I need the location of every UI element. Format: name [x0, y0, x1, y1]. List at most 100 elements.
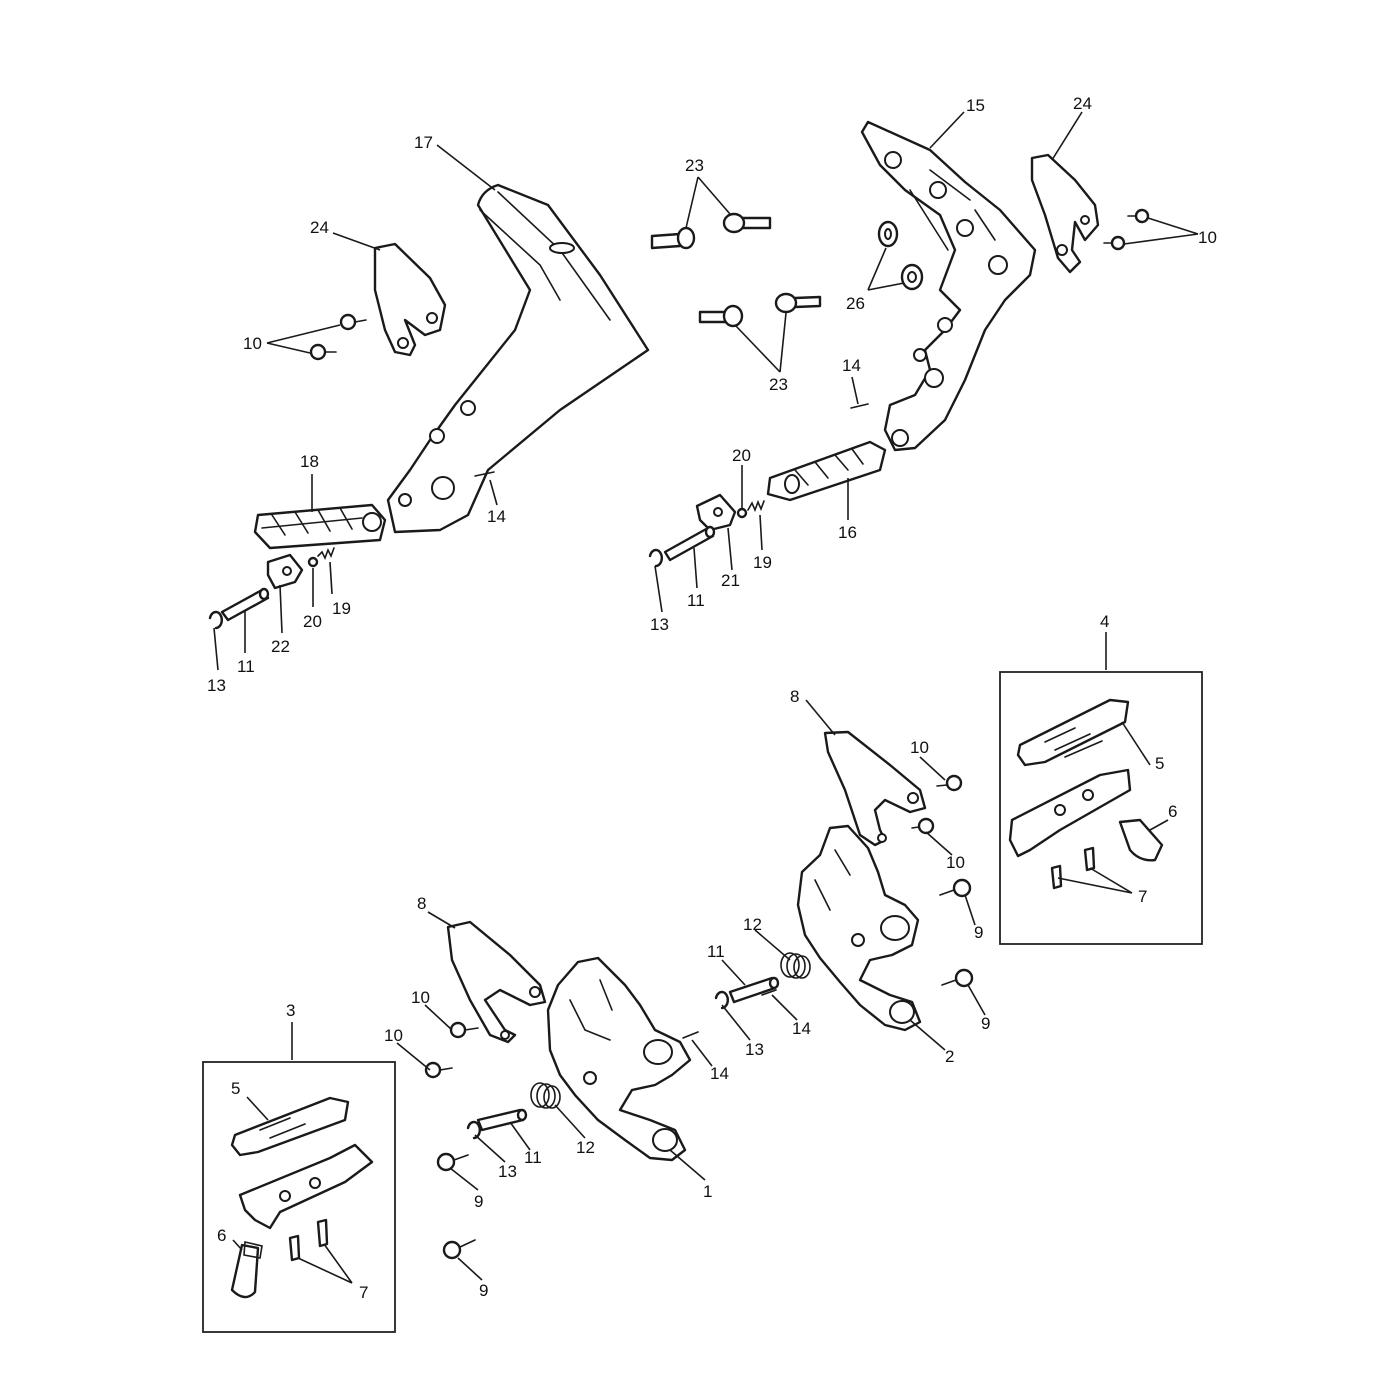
callout-2: 2 — [945, 1047, 954, 1066]
bolt-23-a — [650, 226, 696, 250]
clip-13-front-right — [714, 990, 729, 1010]
screw-7-a — [288, 1234, 301, 1262]
heel-guard-right — [1030, 153, 1100, 274]
callout-6-left: 6 — [217, 1226, 226, 1245]
footpeg-right — [766, 440, 887, 502]
bolt-10-c — [1127, 208, 1150, 224]
callout-11-left: 11 — [237, 657, 255, 676]
heel-guard-left — [373, 242, 447, 357]
callout-13-front-left: 13 — [498, 1162, 517, 1181]
peg-slider-6-left — [230, 1241, 263, 1299]
callout-5-right: 5 — [1155, 754, 1164, 773]
heel-guard-front-left — [446, 920, 547, 1044]
spring-19-left — [317, 547, 335, 560]
rear-hanger-right — [860, 120, 1037, 452]
bolt-9-a — [436, 1152, 469, 1172]
callout-12-left: 12 — [576, 1138, 595, 1157]
callout-24-left: 24 — [310, 218, 329, 237]
pivot-pin-11-right — [663, 525, 716, 562]
footpeg-base-right — [1008, 768, 1132, 858]
clip-13-front-left — [466, 1120, 481, 1140]
bolt-9-c — [939, 878, 972, 898]
front-hanger-left — [546, 956, 692, 1162]
footpeg-rubber-5-right — [1016, 698, 1130, 767]
screw-7-d — [1083, 846, 1096, 872]
pin-14-right-upper — [850, 403, 869, 409]
callout-11-right: 11 — [687, 591, 705, 610]
callout-22: 22 — [271, 637, 290, 656]
spring-12-left — [530, 1082, 561, 1109]
bolt-10-f — [424, 1061, 453, 1079]
callout-10-right-upper: 10 — [1198, 228, 1217, 247]
pin-14-front-right — [761, 989, 777, 996]
callout-24-right: 24 — [1073, 94, 1092, 113]
callout-14-front-left: 14 — [710, 1064, 729, 1083]
callout-13-front-right: 13 — [745, 1040, 764, 1059]
bolt-9-d — [941, 968, 974, 988]
rear-hanger-left — [386, 183, 650, 534]
footpeg-base-left — [238, 1143, 374, 1230]
callout-8-left: 8 — [417, 894, 426, 913]
pin-14-left — [474, 471, 495, 477]
callout-10-front-right-a: 10 — [910, 738, 929, 757]
callout-26: 26 — [846, 294, 865, 313]
washer-26-b — [900, 263, 924, 291]
callout-8-right: 8 — [790, 687, 799, 706]
callout-10-front-left-a: 10 — [411, 988, 430, 1007]
callout-4: 4 — [1100, 612, 1109, 631]
bolt-10-d — [1103, 235, 1126, 251]
callout-labels: 17 24 10 18 14 19 20 22 11 13 15 24 10 2… — [207, 94, 1217, 1302]
bolt-10-a — [339, 313, 367, 331]
washer-26-a — [877, 220, 899, 248]
callout-7-left: 7 — [359, 1283, 368, 1302]
callout-10-left: 10 — [243, 334, 262, 353]
callout-17: 17 — [414, 133, 433, 152]
clip-13-right — [648, 548, 663, 568]
callout-5-left: 5 — [231, 1079, 240, 1098]
callout-19-left: 19 — [332, 599, 351, 618]
callout-20-left: 20 — [303, 612, 322, 631]
leader-lines — [213, 111, 1199, 1284]
bolt-10-h — [911, 817, 935, 835]
callout-14-front-right: 14 — [792, 1019, 811, 1038]
callout-9-left-b: 9 — [479, 1281, 488, 1300]
spring-19-right — [747, 499, 765, 513]
callout-12-right: 12 — [743, 915, 762, 934]
bolt-23-d — [774, 292, 822, 314]
callout-10-front-right-b: 10 — [946, 853, 965, 872]
callout-19-right: 19 — [753, 553, 772, 572]
screw-7-b — [316, 1218, 329, 1248]
pivot-pin-11-left — [220, 587, 270, 622]
callout-7-right: 7 — [1138, 887, 1147, 906]
callout-10-front-left-b: 10 — [384, 1026, 403, 1045]
bolt-23-c — [698, 304, 744, 328]
callout-20-right: 20 — [732, 446, 751, 465]
bolt-10-b — [309, 343, 337, 361]
ball-20-left — [307, 556, 319, 568]
callout-21: 21 — [721, 571, 740, 590]
callout-11-front-left: 11 — [524, 1148, 542, 1167]
callout-13-right: 13 — [650, 615, 669, 634]
ball-20-right — [736, 507, 748, 519]
callout-14-right: 14 — [842, 356, 861, 375]
heel-guard-front-right — [823, 730, 927, 847]
kit-box-3 — [202, 1061, 396, 1333]
callout-23-lower: 23 — [769, 375, 788, 394]
pin-14-front-left — [682, 1031, 699, 1039]
callout-14-left: 14 — [487, 507, 506, 526]
bolt-10-e — [449, 1021, 479, 1039]
callout-16: 16 — [838, 523, 857, 542]
callout-18: 18 — [300, 452, 319, 471]
pivot-pin-11-front-left — [476, 1108, 528, 1132]
callout-3: 3 — [286, 1001, 295, 1020]
bolt-23-b — [722, 212, 772, 234]
footpeg-left — [253, 503, 387, 550]
callout-11-front-right: 11 — [707, 942, 725, 961]
callout-15: 15 — [966, 96, 985, 115]
spring-12-right — [780, 952, 811, 979]
callout-9-right-a: 9 — [974, 923, 983, 942]
callout-9-right-b: 9 — [981, 1014, 990, 1033]
callout-13-left: 13 — [207, 676, 226, 695]
callout-9-left-a: 9 — [474, 1192, 483, 1211]
